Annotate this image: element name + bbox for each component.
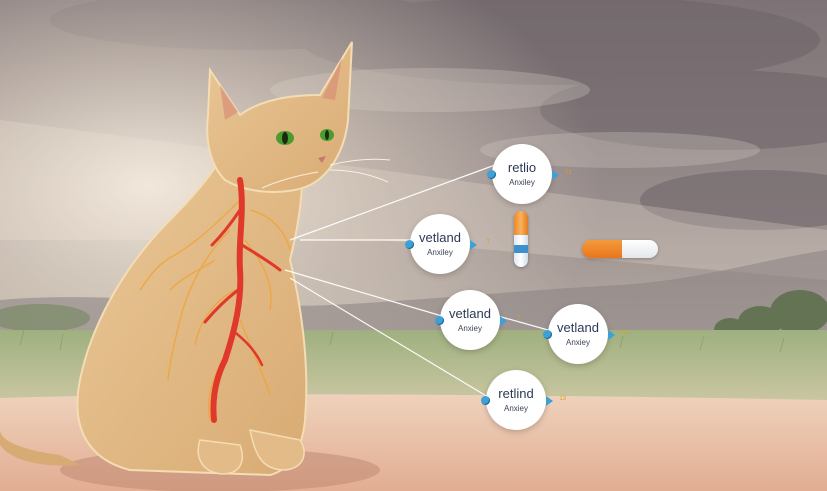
node-subtitle: Anxiey — [457, 324, 482, 333]
node-title: vetland — [557, 320, 599, 335]
node-dot-icon — [435, 316, 444, 325]
blood-vessel — [203, 177, 282, 423]
label-node: retlind Anxiey 13 — [481, 370, 566, 430]
node-subtitle: Anxiley — [427, 248, 453, 257]
capsule-pill-icon — [514, 211, 528, 267]
arrow-icon — [552, 170, 559, 180]
cat — [0, 41, 391, 477]
node-title: retlio — [507, 160, 537, 175]
node-dot-icon — [543, 330, 552, 339]
node-title: retlind — [498, 386, 534, 401]
node-tag: T — [486, 240, 490, 246]
node-dot-icon — [481, 396, 490, 405]
node-subtitle: Anxiley — [509, 178, 535, 187]
capsule-pill-horizontal-icon — [582, 240, 658, 258]
node-tag: T — [516, 316, 520, 322]
label-node: vetland Anxiey 13 — [543, 304, 628, 364]
pill-label — [582, 240, 622, 258]
node-tag: 13 — [621, 330, 628, 336]
node-title: vetland — [449, 306, 491, 321]
arrow-icon — [546, 396, 553, 406]
node-tag: T1 — [564, 170, 572, 176]
node-subtitle: Anxiey — [503, 404, 528, 413]
nerve-network — [139, 199, 291, 421]
node-tag: 13 — [559, 396, 566, 402]
label-node: vetland Anxiley T — [405, 214, 490, 274]
arrow-icon — [470, 240, 477, 250]
arrow-icon — [500, 316, 507, 326]
node-dot-icon — [405, 240, 414, 249]
node-dot-icon — [487, 170, 496, 179]
arrow-icon — [608, 330, 615, 340]
label-node: vetland Anxiey T — [435, 290, 520, 350]
label-node: retlio Anxiley T1 — [487, 144, 572, 204]
node-title: vetland — [419, 230, 461, 245]
node-subtitle: Anxiey — [565, 338, 590, 347]
